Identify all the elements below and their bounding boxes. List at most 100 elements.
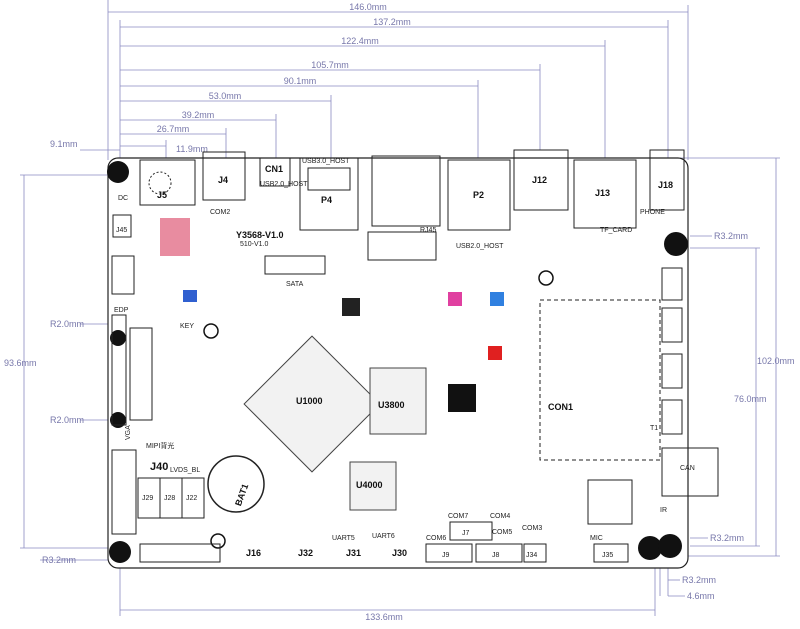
rj45-label: RJ45 [420, 227, 436, 234]
usb3-label: USB3.0_HOST [302, 158, 350, 165]
blue-part-2 [183, 290, 197, 302]
t1-label: T1 [650, 425, 658, 432]
j35-label: J35 [602, 552, 613, 559]
bottom-left-header [139, 543, 221, 563]
j11-header [661, 267, 683, 301]
dim-76: 76.0mm [734, 394, 767, 404]
u4000-chip [349, 461, 397, 511]
dim-137: 137.2mm [373, 17, 411, 27]
right-side-parts: CON1 T1 [539, 267, 719, 497]
dim-9: 9.1mm [50, 139, 78, 149]
rj45-transformer [367, 231, 437, 261]
j28-label: J28 [164, 495, 175, 502]
dim-4-6: 4.6mm [687, 591, 715, 601]
hole-left-1 [110, 330, 126, 346]
edp-header [111, 314, 127, 426]
dim-90: 90.1mm [284, 76, 317, 86]
p4-label: P4 [321, 195, 332, 205]
battery-holder [207, 455, 265, 513]
dim-53: 53.0mm [209, 91, 242, 101]
lvds-connector [129, 327, 153, 421]
sata-connector [264, 255, 326, 275]
dim-146: 146.0mm [349, 2, 387, 12]
hole-top-right [664, 232, 688, 256]
can-label: CAN [680, 465, 695, 472]
j23-header [111, 255, 135, 295]
hole-inner-3 [210, 533, 226, 549]
dim-133: 133.6mm [365, 612, 403, 622]
dim-11: 11.9mm [176, 144, 208, 154]
hole-top-left [107, 161, 129, 183]
blue-part-1 [490, 292, 504, 306]
j5-label: J5 [157, 190, 167, 200]
j40-label: J40 [150, 461, 168, 473]
j45-block [112, 214, 132, 238]
j18-outline [649, 149, 685, 211]
usb2b-label: USB2.0_HOST [456, 243, 504, 250]
j5-outline [139, 159, 196, 206]
p2-label: P2 [473, 190, 484, 200]
dim-102: 102.0mm [757, 356, 795, 366]
phone-label: PHONE [640, 209, 665, 216]
j32-label: J32 [298, 548, 313, 558]
board-model-sub: 510-V1.0 [240, 241, 269, 248]
j22-header [181, 477, 205, 519]
wifi-module [587, 479, 633, 525]
board-model: Y3568-V1.0 [236, 230, 284, 240]
j12-outline [513, 149, 569, 211]
j29-label: J29 [142, 495, 153, 502]
mipi-label: MIPI背光 [146, 441, 174, 450]
lvds-label: LVDS_BL [170, 467, 200, 474]
dim-r2-bottom: R2.0mm [50, 415, 84, 425]
com7-label: COM7 [448, 513, 468, 520]
j13-label: J13 [595, 188, 610, 198]
j9-header [425, 543, 473, 563]
dim-26: 26.7mm [157, 124, 190, 134]
hole-bottom-right-a [638, 536, 662, 560]
sata-label: SATA [286, 281, 304, 288]
dim-93: 93.6mm [4, 358, 37, 368]
hole-bottom-left [109, 541, 131, 563]
com2-label: COM2 [210, 209, 230, 216]
dim-105: 105.7mm [311, 60, 349, 70]
j12-label: J12 [532, 175, 547, 185]
j8-label: J8 [492, 552, 500, 559]
u3800-chip [369, 367, 427, 435]
j4-label: J4 [218, 175, 228, 185]
dc-jack [148, 171, 172, 195]
j16-label: J16 [246, 548, 261, 558]
dim-122: 122.4mm [341, 36, 379, 46]
u3800-label: U3800 [378, 400, 405, 410]
p2-outline [447, 159, 511, 231]
con1-label: CON1 [548, 402, 573, 412]
edp-label: EDP [114, 307, 129, 314]
dc-label: DC [118, 195, 128, 202]
board-outline [107, 157, 689, 569]
dim-r32-bottom-left: R3.2mm [42, 555, 76, 565]
com5-label: COM5 [492, 529, 512, 536]
j13-outline [573, 159, 637, 229]
vga-label: VGA [125, 425, 132, 440]
dim-39: 39.2mm [182, 110, 215, 120]
u4000-label: U4000 [356, 480, 383, 490]
j10-header [661, 307, 683, 343]
j31-label: J31 [346, 548, 361, 558]
hole-inner-1 [203, 323, 219, 339]
hole-bottom-right-b [658, 534, 682, 558]
hole-left-2 [110, 412, 126, 428]
mounting-holes [107, 161, 688, 563]
j34-label: J34 [526, 552, 537, 559]
com4-label: COM4 [490, 513, 510, 520]
pink-part [448, 292, 462, 306]
bottom-connectors: J16 J32 J31 J30 UART5 UART6 J9 COM6 J8 C… [246, 513, 629, 563]
chips: U1000 U3800 U4000 [183, 290, 633, 525]
j34-header [523, 543, 547, 563]
vga-header [111, 449, 137, 535]
side-dimension-lines [20, 157, 780, 616]
con1-m2-slot [539, 299, 661, 461]
j9-label: J9 [442, 552, 450, 559]
com3-label: COM3 [522, 525, 542, 532]
j7-header [449, 521, 493, 541]
